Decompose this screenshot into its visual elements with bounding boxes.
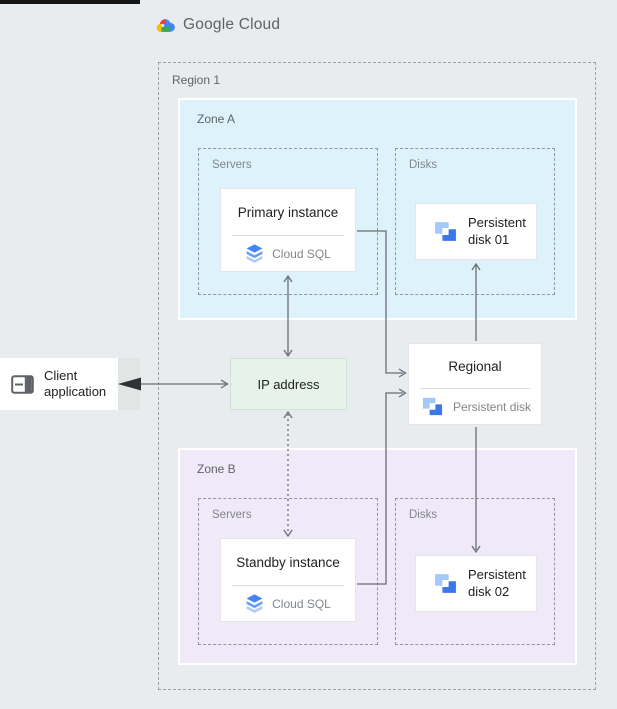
ip-address-box: IP address: [230, 358, 347, 410]
card-divider: [232, 585, 344, 586]
google-cloud-logo-text: Google Cloud: [183, 16, 281, 33]
primary-instance-title: Primary instance: [237, 204, 339, 220]
zone-b-label: Zone B: [197, 462, 236, 476]
regional-disk-subtitle: Persistent disk: [453, 399, 532, 414]
standby-instance-card: Standby instance Cloud SQL: [220, 538, 356, 622]
zone-b-servers-label: Servers: [212, 509, 252, 521]
persistent-disk-icon: [433, 571, 458, 596]
persistent-disk-01-card: Persistent disk 01: [415, 203, 537, 260]
region-label: Region 1: [172, 73, 221, 87]
ip-address-label: IP address: [257, 376, 320, 392]
regional-persistent-disk-card: Regional Persistent disk: [408, 343, 542, 425]
zone-a-label: Zone A: [197, 112, 236, 126]
persistent-disk-02-title: Persistent disk 02: [468, 567, 526, 599]
primary-instance-card: Primary instance Cloud SQL: [220, 188, 356, 272]
cloud-sql-icon: [245, 594, 264, 613]
primary-instance-product: Cloud SQL: [272, 246, 331, 261]
google-cloud-logo-icon: [154, 16, 176, 34]
region-container: Region 1: [158, 62, 596, 690]
zone-a-disks-label: Disks: [409, 159, 438, 171]
zone-a-servers-label: Servers: [212, 159, 252, 171]
cloud-sql-icon: [245, 244, 264, 263]
zone-a-disks-group: Disks: [395, 148, 555, 295]
client-edge-shade: [118, 358, 140, 410]
standby-instance-title: Standby instance: [236, 554, 340, 570]
google-cloud-logo: Google Cloud: [154, 16, 280, 34]
persistent-disk-02-card: Persistent disk 02: [415, 555, 537, 612]
client-application-label: Client application: [44, 367, 107, 399]
top-black-bar: [0, 0, 140, 4]
persistent-disk-01-title: Persistent disk 01: [468, 215, 526, 247]
persistent-disk-icon: [421, 395, 444, 418]
card-divider: [420, 388, 530, 389]
card-divider: [232, 235, 344, 236]
zone-b-disks-label: Disks: [409, 509, 438, 521]
standby-instance-product: Cloud SQL: [272, 596, 331, 611]
persistent-disk-icon: [433, 219, 458, 244]
regional-disk-title: Regional: [448, 358, 502, 374]
client-application-card: Client application: [0, 358, 118, 410]
client-application-icon: [11, 374, 34, 394]
